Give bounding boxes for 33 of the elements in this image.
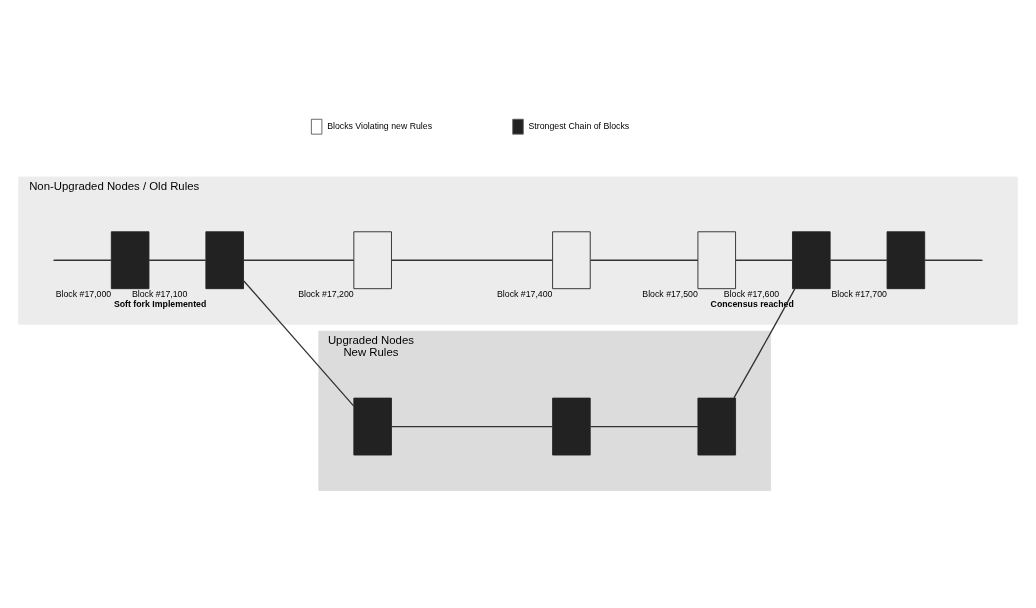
node-box [205,231,244,290]
connector [829,259,888,261]
node-label: Block #17,700 [831,289,887,299]
connector [53,259,112,261]
connector [391,425,554,428]
legend-label: Blocks Violating new Rules [327,120,433,131]
node-box [697,397,737,456]
node-label: Block #17,100 [131,288,188,299]
connector [391,259,554,261]
node-label: Block #17,400 [496,289,553,299]
node-box [353,231,392,290]
node-box [886,231,926,290]
node-box [552,231,591,290]
connector [589,259,699,261]
node-label: Soft fork Implemented [113,299,207,310]
cluster: Upgraded Nodes New Rules [318,330,772,491]
connector [589,425,699,428]
node-box [552,397,591,456]
node-box [697,231,737,290]
node-box [792,231,831,290]
connector [243,259,355,261]
connector [243,280,355,407]
node-label: Block #17,600 [723,288,780,299]
node-label: Block #17,500 [642,289,698,299]
connector [733,288,796,399]
connector [735,259,793,261]
connector [924,259,983,261]
node-label: Block #17,000 [55,289,112,299]
node-label: Block #17,200 [298,289,354,299]
node-box [353,397,392,456]
node-box [110,231,150,290]
legend-label: Strongest Chain of Blocks [528,120,630,131]
connector [148,259,207,261]
